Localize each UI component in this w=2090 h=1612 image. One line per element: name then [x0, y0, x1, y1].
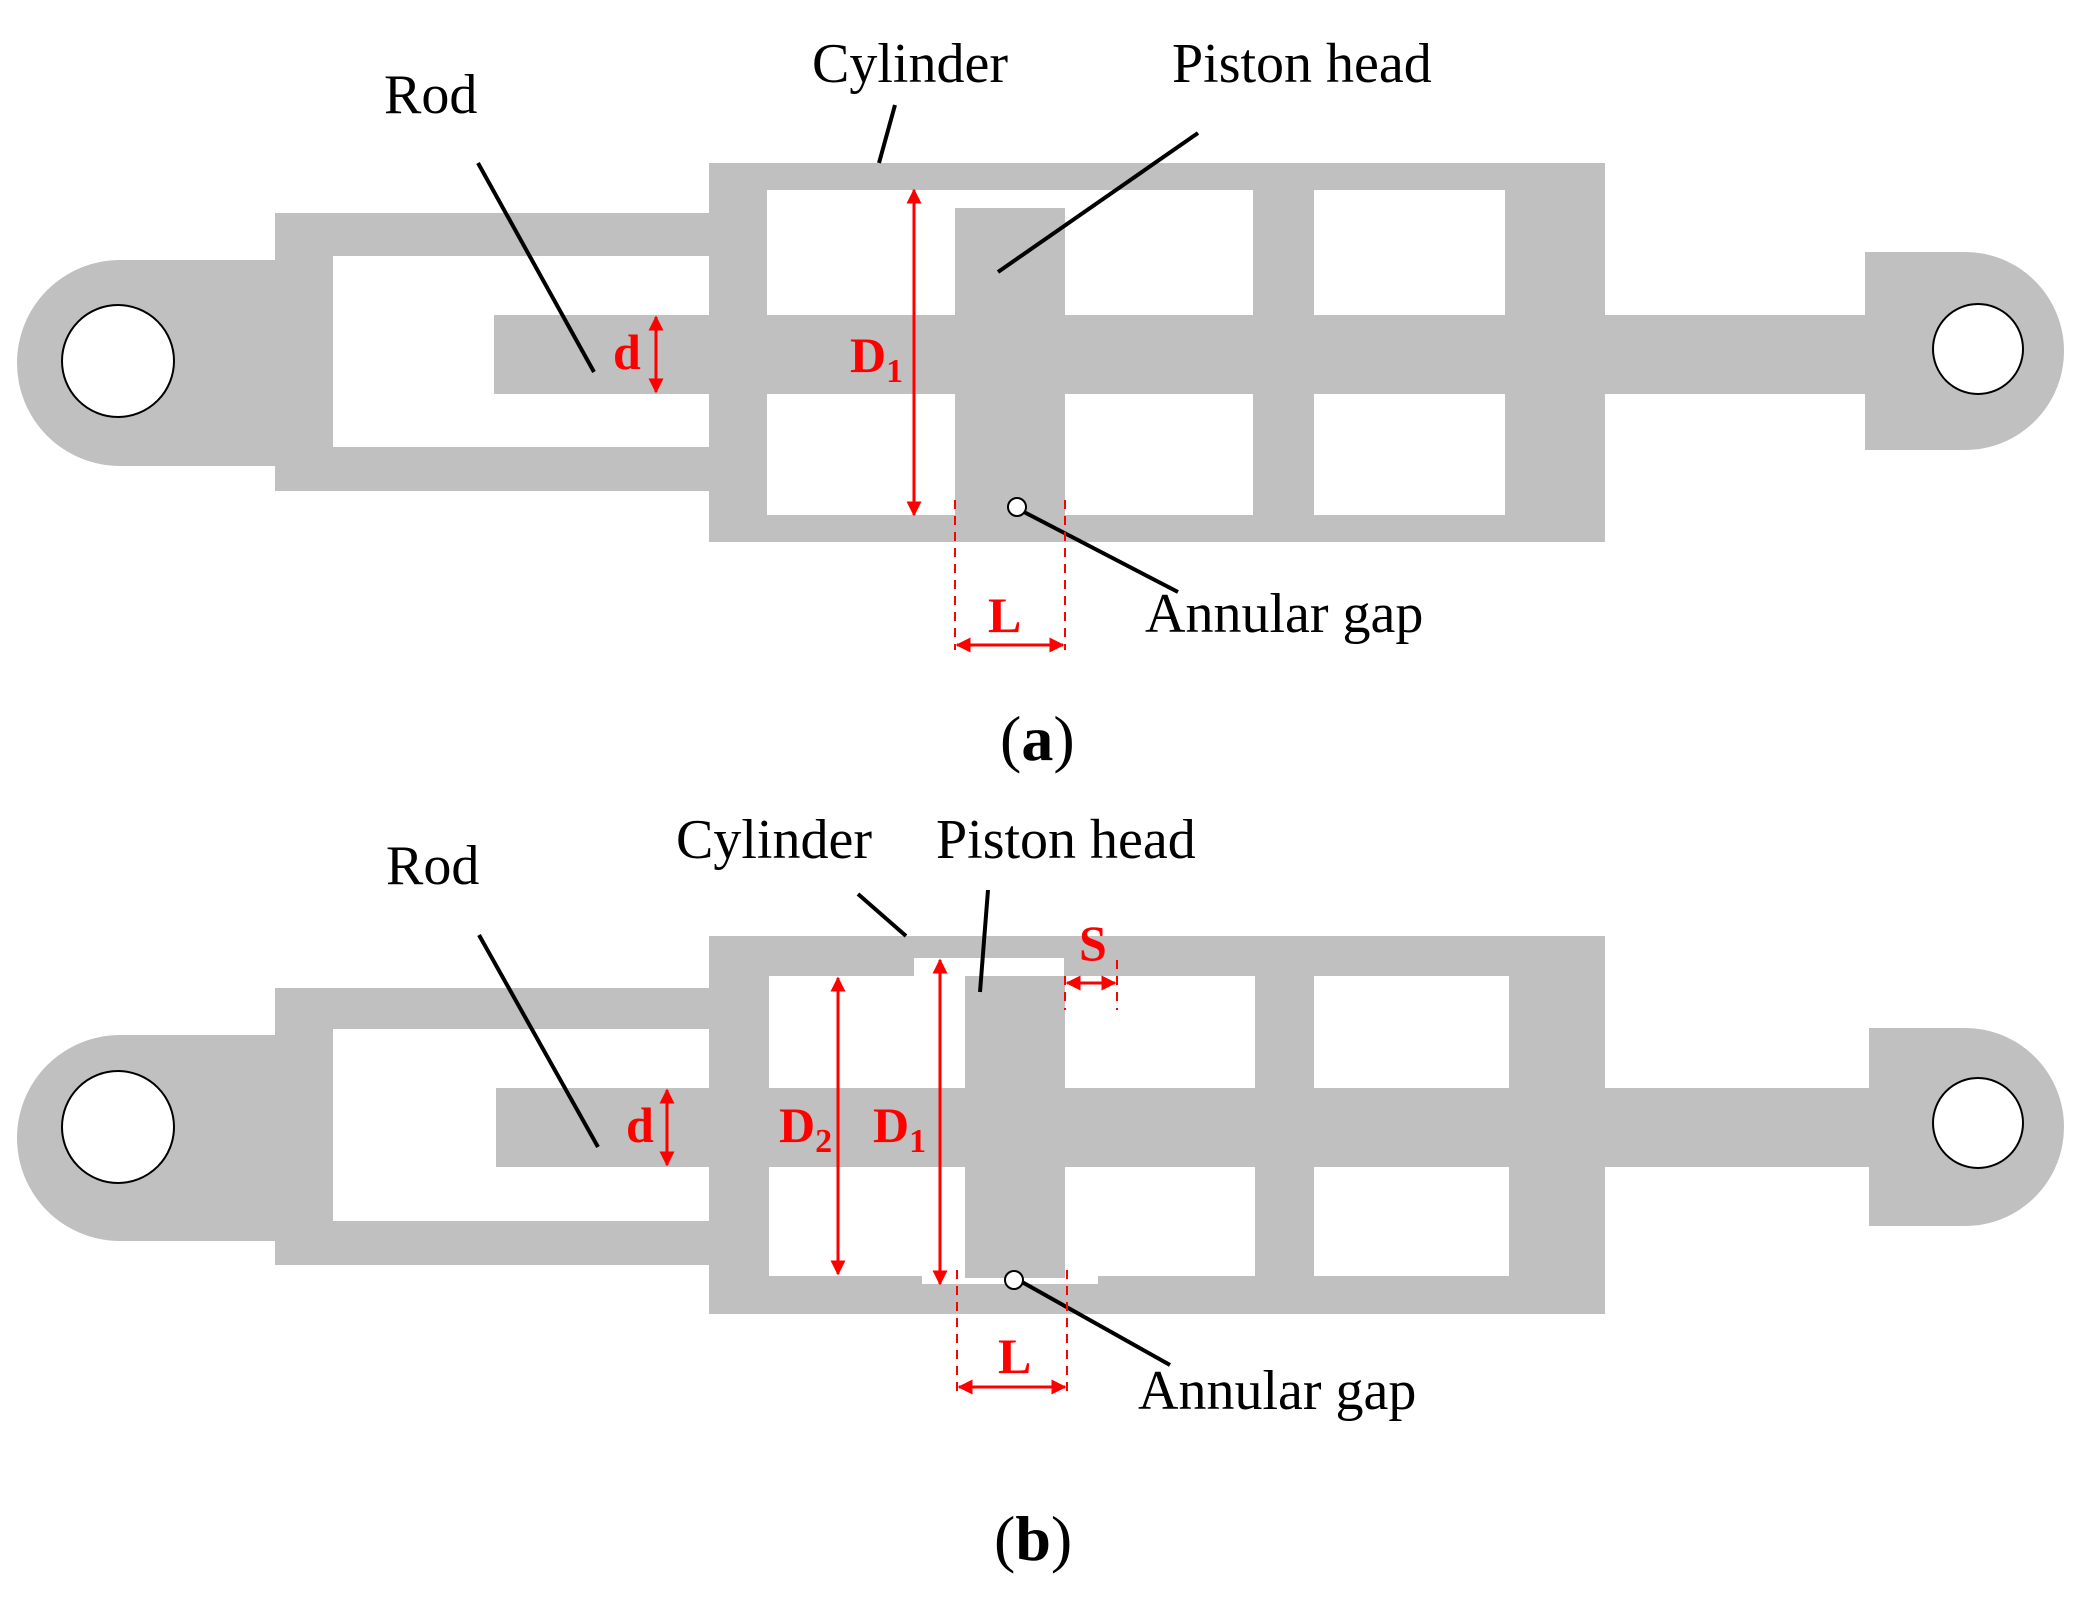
panel-a: Rod Cylinder Piston head Annular gap d D… [17, 33, 2064, 774]
rod-label: Rod [384, 64, 477, 126]
d2-main: D [779, 1097, 815, 1153]
cylinder-label-b: Cylinder [676, 809, 872, 871]
d-dimension-label: d [613, 324, 641, 380]
annular-gap-leader-b [1021, 1280, 1171, 1367]
rod-label-b: Rod [386, 835, 479, 897]
d-dimension-label-b: d [626, 1097, 654, 1153]
d2-dimension-label: D2 [779, 1097, 832, 1160]
piston-head [955, 208, 1065, 520]
caption-b: (b) [994, 1503, 1072, 1574]
rod-b [496, 1088, 1874, 1167]
left-eyelet-b [17, 1035, 275, 1241]
panel-b: Rod Cylinder Piston head Annular gap d D… [17, 809, 2064, 1574]
l-dimension-label: L [988, 587, 1021, 643]
d1-dimension-label: D1 [850, 327, 903, 390]
cylinder-leader-b [856, 892, 908, 938]
right-eyelet-b [1869, 1028, 2064, 1226]
d1-main-b: D [873, 1097, 909, 1153]
d1-subscript-b: 1 [909, 1123, 926, 1160]
d1-subscript: 1 [886, 353, 903, 390]
annular-gap-label-b: Annular gap [1138, 1360, 1416, 1422]
piston-head-label-b: Piston head [936, 809, 1196, 871]
cylinder-label: Cylinder [812, 33, 1008, 95]
annular-gap-leader [1023, 510, 1179, 594]
piston-head-b [965, 976, 1065, 1278]
rod [494, 315, 1874, 394]
caption-a: (a) [1000, 703, 1075, 774]
s-dimension-label: S [1079, 915, 1107, 971]
rod-leader-b [477, 934, 600, 1148]
left-eyelet [17, 260, 275, 466]
l-dimension-label-b: L [998, 1328, 1031, 1384]
annular-gap-label: Annular gap [1145, 583, 1423, 645]
annular-gap-marker [1007, 497, 1027, 517]
piston-head-leader [996, 131, 1200, 274]
rod-leader [476, 162, 596, 373]
piston-head-label: Piston head [1172, 33, 1432, 95]
d1-dimension-label-b: D1 [873, 1097, 926, 1160]
piston-head-leader-b [978, 889, 990, 993]
d2-subscript: 2 [815, 1123, 832, 1160]
cylinder-leader [877, 104, 897, 164]
right-eyelet [1865, 252, 2064, 450]
d1-main: D [850, 327, 886, 383]
annular-gap-marker-b [1004, 1270, 1024, 1290]
